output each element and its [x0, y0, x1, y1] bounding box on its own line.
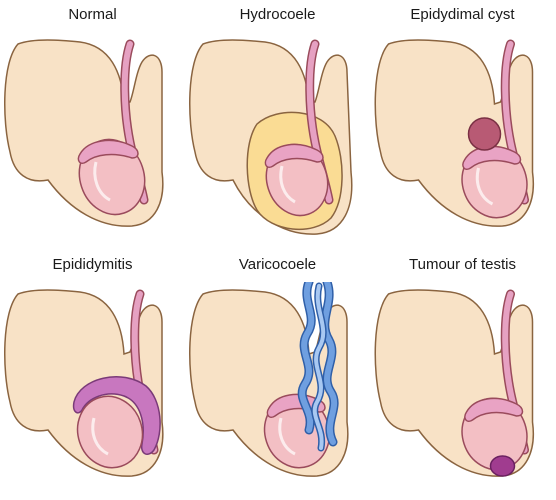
panel-epididymal-cyst: Epidydimal cyst	[370, 0, 555, 250]
panel-varicocoele: Varicocoele	[185, 250, 370, 500]
panel-title: Epididymitis	[0, 256, 185, 273]
panel-title: Normal	[0, 6, 185, 23]
tumour-illustration	[370, 282, 555, 497]
panel-hydrocoele: Hydrocoele	[185, 0, 370, 250]
panel-tumour: Tumour of testis	[370, 250, 555, 500]
panel-title: Epidydimal cyst	[370, 6, 555, 23]
hydrocoele-illustration	[185, 32, 370, 247]
tumour-mass	[491, 456, 515, 476]
epididymal-cyst-illustration	[370, 32, 555, 247]
panel-epididymitis: Epididymitis	[0, 250, 185, 500]
panel-title: Hydrocoele	[185, 6, 370, 23]
normal-illustration	[0, 32, 185, 247]
epididymitis-illustration	[0, 282, 185, 497]
panel-title: Varicocoele	[185, 256, 370, 273]
panel-title: Tumour of testis	[370, 256, 555, 273]
cyst	[469, 118, 501, 150]
panel-normal: Normal	[0, 0, 185, 250]
varicocoele-illustration	[185, 282, 370, 497]
dilated-veins	[302, 282, 334, 448]
